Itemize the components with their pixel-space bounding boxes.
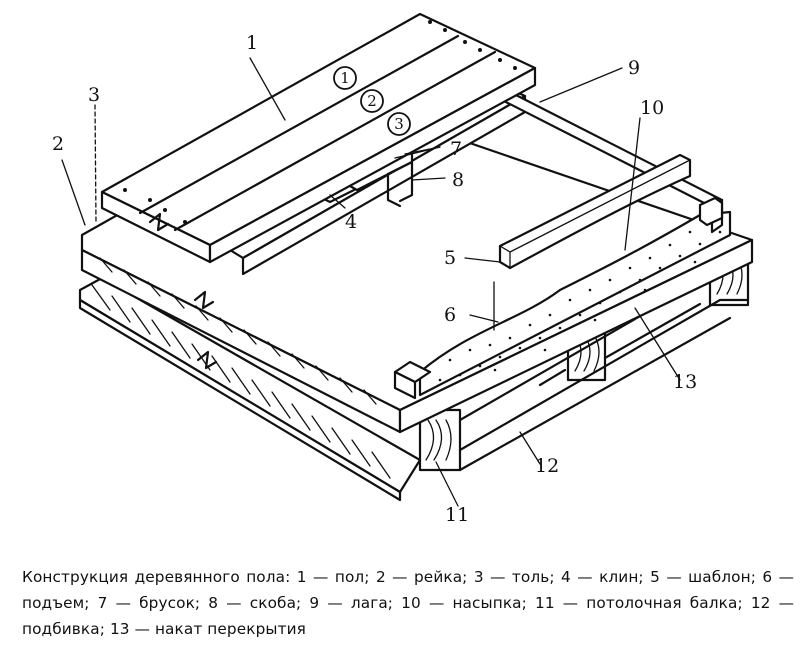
callout-8: 8 [452,169,464,191]
board-marker-3: 3 [387,112,411,136]
template-board [498,153,724,270]
floor-construction-diagram: 1 2 3 1 2 3 4 5 6 7 8 9 10 11 12 13 [52,12,754,526]
board-marker-1: 1 [333,66,357,90]
callout-3: 3 [88,84,100,106]
board-marker-2: 2 [360,89,384,113]
callout-10: 10 [640,97,664,119]
callout-9: 9 [628,57,640,79]
callout-6: 6 [444,304,456,326]
svg-text:2: 2 [367,92,377,110]
floor-boards [100,12,537,264]
joist-front [393,360,432,400]
callout-13: 13 [673,371,697,393]
callout-2: 2 [52,133,64,155]
callout-7: 7 [450,138,462,160]
callout-1: 1 [246,32,258,54]
underside-boarding [78,276,422,502]
svg-text:3: 3 [394,115,404,133]
callout-11: 11 [445,504,469,526]
leader-lines [61,57,681,507]
callout-12: 12 [535,455,559,477]
svg-text:1: 1 [340,69,350,87]
callout-4: 4 [345,211,357,233]
sand-fill [418,210,732,397]
callout-5: 5 [444,247,456,269]
figure-caption: Конструкция деревянного пола: 1 — пол; 2… [22,568,794,638]
